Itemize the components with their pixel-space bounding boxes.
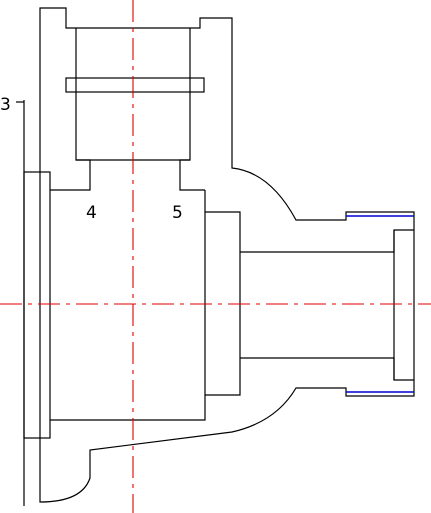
left-flange: [23, 171, 51, 439]
outlet-bore-lower: [240, 357, 414, 381]
label-4: 4: [86, 203, 97, 223]
label-5: 5: [172, 203, 183, 223]
top-bore: [50, 28, 91, 191]
label-3: 3: [0, 95, 11, 115]
top-bore-right: [179, 28, 205, 191]
outlet-bore: [240, 229, 414, 253]
chamber: [50, 190, 241, 421]
upper-groove: [65, 77, 205, 93]
body-outline: [39, 7, 415, 503]
